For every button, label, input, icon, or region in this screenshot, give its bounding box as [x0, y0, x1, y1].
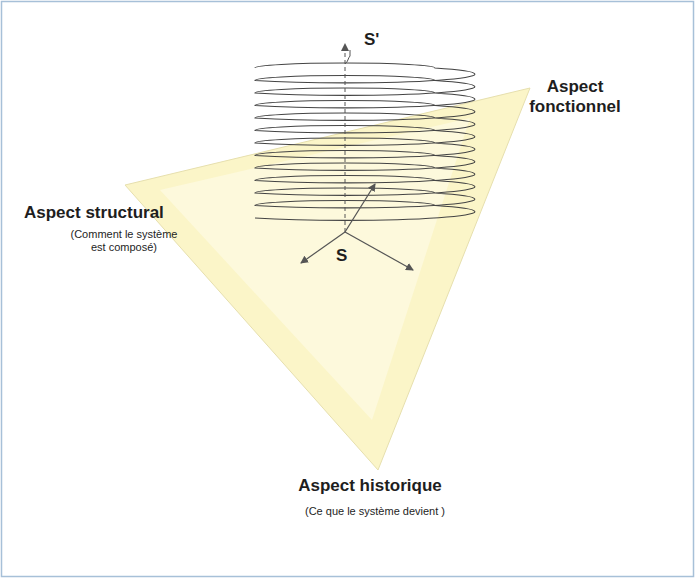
vector-arrow	[345, 232, 413, 270]
aspect-note: (Ce que le système devient )	[270, 505, 480, 518]
axis-arrow	[345, 44, 346, 232]
point-label: S'	[364, 30, 394, 50]
aspect-label: Aspect fonctionnel	[520, 77, 630, 116]
aspect-label: Aspect structural	[24, 203, 239, 223]
aspect-note: (Comment le système est composé)	[64, 228, 184, 253]
axis-squiggle	[345, 50, 350, 64]
helix-spiral	[255, 63, 475, 220]
aspect-label: Aspect historique	[255, 476, 485, 496]
point-label: S	[336, 246, 356, 266]
vector-arrow	[345, 184, 375, 232]
